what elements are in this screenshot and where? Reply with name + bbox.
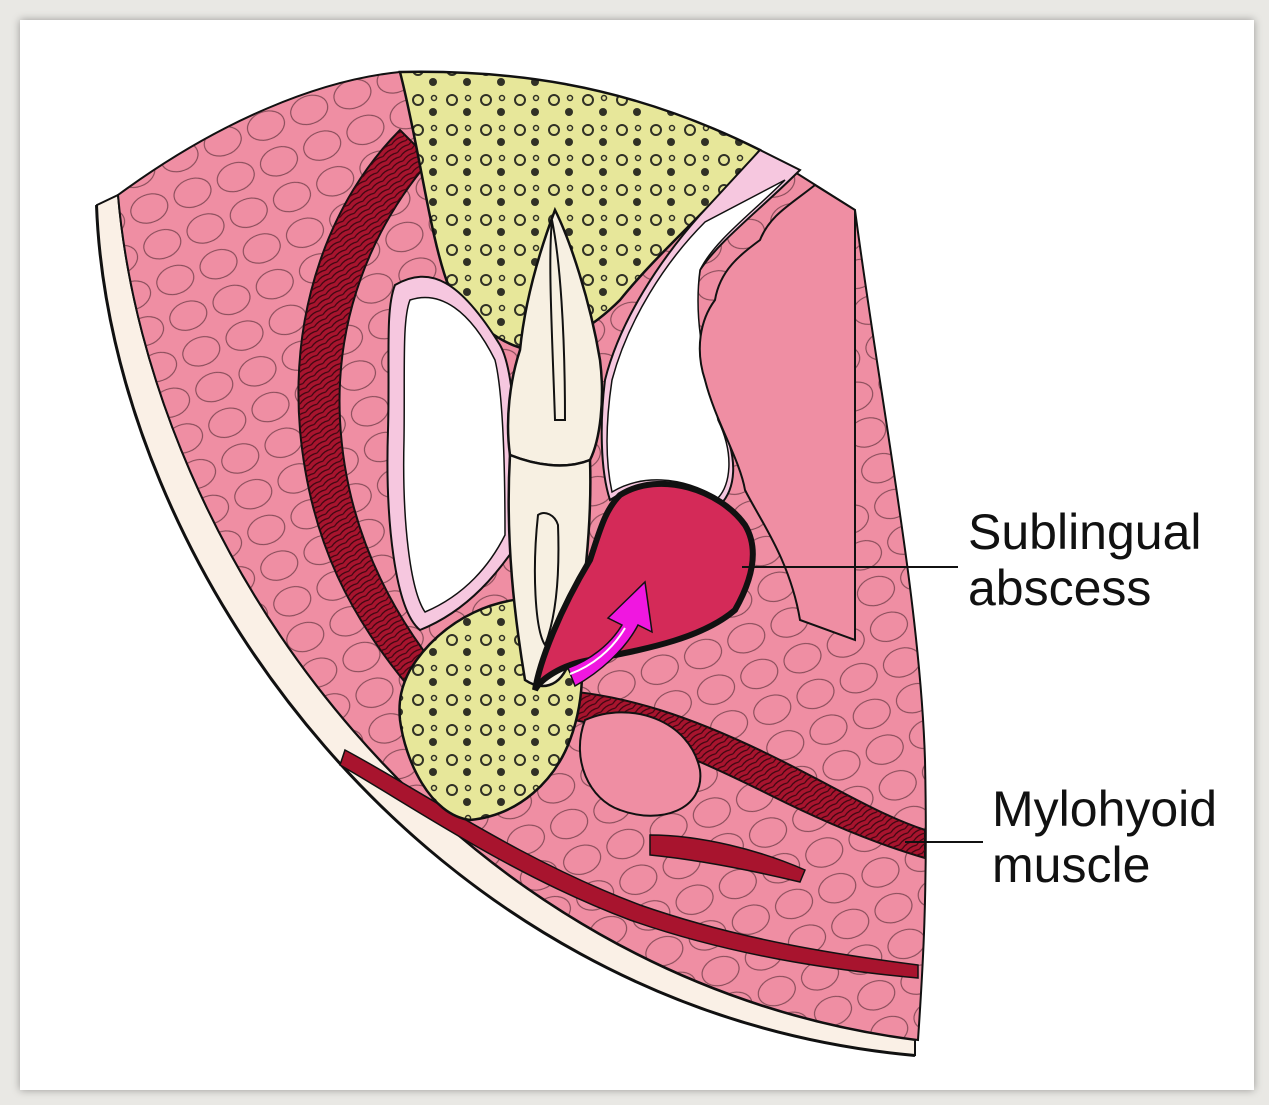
mylohyoid-label-line1: Mylohyoid [992, 781, 1217, 837]
abscess-label-line2: abscess [968, 560, 1202, 616]
mylohyoid-muscle-label: Mylohyoid muscle [992, 781, 1217, 893]
sublingual-abscess-label: Sublingual abscess [968, 504, 1202, 616]
abscess-label-line1: Sublingual [968, 504, 1202, 560]
mylohyoid-label-line2: muscle [992, 837, 1217, 893]
